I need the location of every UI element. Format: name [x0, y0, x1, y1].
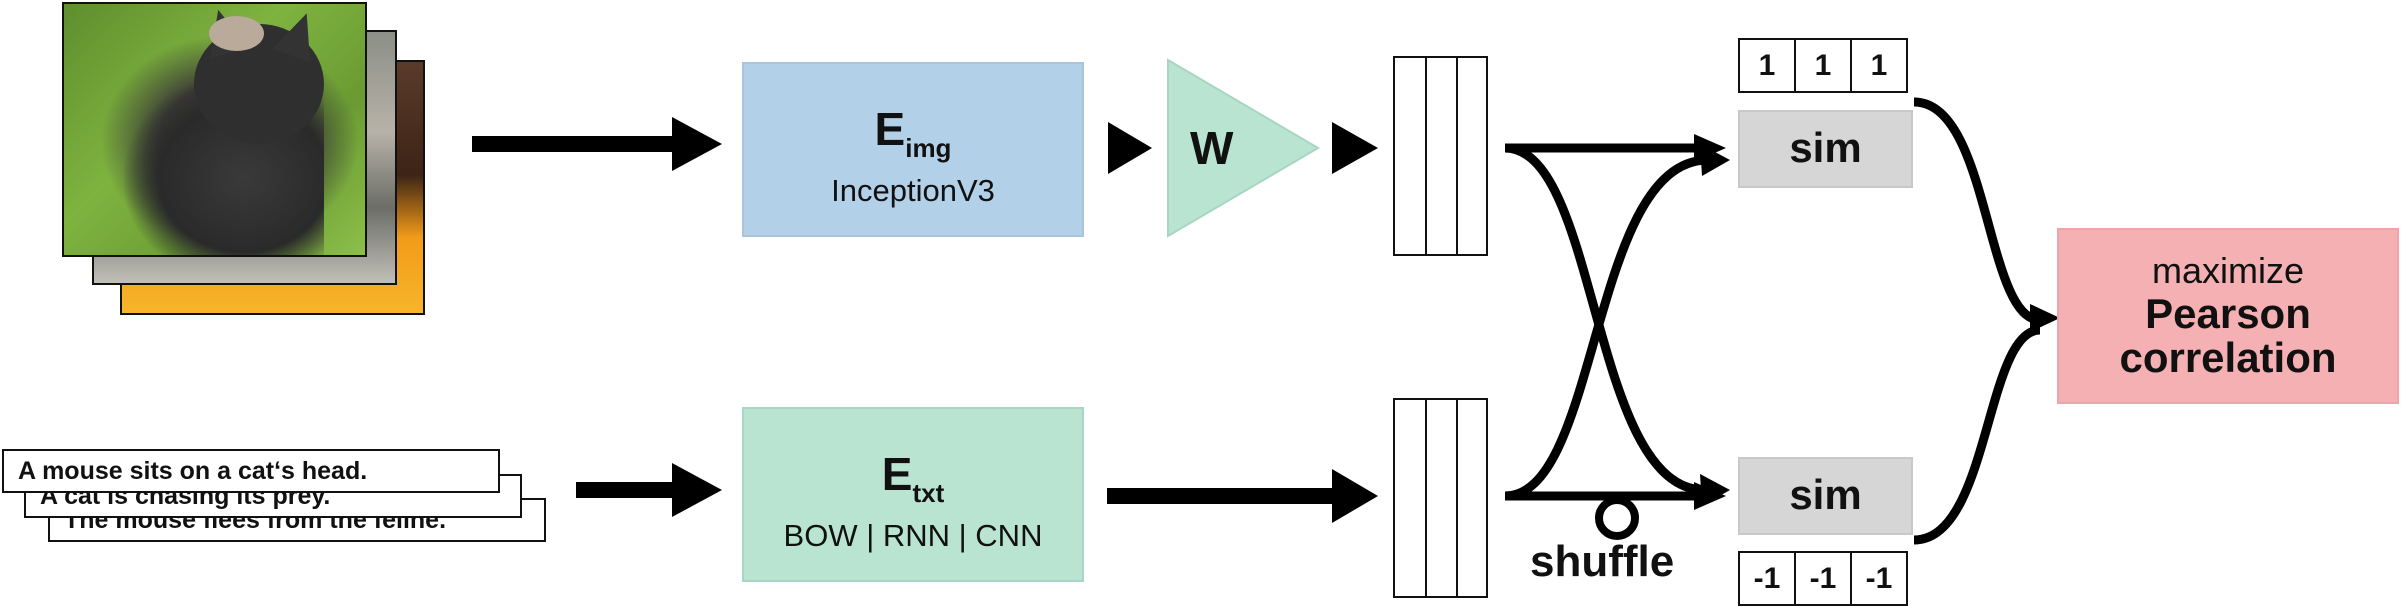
- shuffle-circle-icon: [1595, 496, 1639, 540]
- label-cell: -1: [1850, 551, 1908, 606]
- text-encoder-model: BOW | RNN | CNN: [783, 518, 1043, 553]
- positive-labels-row: 1 1 1: [1738, 38, 1908, 93]
- shuffle-label: shuffle: [1530, 537, 1675, 586]
- image-embedding-vector: [1393, 56, 1488, 256]
- objective-verb: maximize: [2151, 250, 2304, 291]
- arrowhead-encoder-to-w: [1108, 122, 1152, 174]
- image-encoder-title: Eimg: [874, 103, 952, 163]
- label-cell: 1: [1738, 38, 1796, 93]
- image-encoder-box: Eimg InceptionV3: [742, 62, 1084, 237]
- arrowhead-image-encoder: [672, 117, 722, 171]
- caption-1: A mouse sits on a cat‘s head.: [2, 449, 500, 493]
- arrowhead-text-encoder: [672, 463, 722, 517]
- label-cell: 1: [1850, 38, 1908, 93]
- embedding-divider: [1425, 58, 1427, 254]
- link-txt-to-sim1: [1504, 155, 1709, 501]
- arrowhead-sim1-cross: [1700, 144, 1730, 176]
- link-img-to-sim2: [1504, 143, 1709, 495]
- objective-metric-line1: Pearson: [2145, 290, 2311, 337]
- objective-box: maximize Pearson correlation: [2057, 228, 2399, 404]
- link-sim2-to-objective: [1913, 325, 2041, 545]
- arrowhead-sim2-cross: [1700, 474, 1730, 506]
- text-embedding-vector: [1393, 398, 1488, 598]
- embedding-divider: [1456, 400, 1458, 596]
- embedding-divider: [1425, 400, 1427, 596]
- mouse-shape: [209, 16, 264, 51]
- label-cell: -1: [1738, 551, 1796, 606]
- objective-metric: Pearson correlation: [2059, 292, 2397, 380]
- cat-photo: [62, 2, 367, 257]
- arrowhead-w-to-embedding: [1332, 122, 1378, 174]
- arrowhead-objective-top: [2030, 304, 2060, 332]
- projection-w-triangle: [1167, 58, 1320, 238]
- similarity-box-top: sim: [1738, 110, 1913, 188]
- negative-labels-row: -1 -1 -1: [1738, 551, 1908, 606]
- label-cell: -1: [1794, 551, 1852, 606]
- similarity-box-bottom: sim: [1738, 457, 1913, 535]
- embedding-divider: [1456, 58, 1458, 254]
- objective-metric-line2: correlation: [2119, 334, 2337, 381]
- link-sim1-to-objective: [1913, 97, 2041, 325]
- text-encoder-box: Etxt BOW | RNN | CNN: [742, 407, 1084, 582]
- text-encoder-title: Etxt: [881, 448, 945, 508]
- projection-w-label: W: [1190, 122, 1234, 174]
- label-cell: 1: [1794, 38, 1852, 93]
- image-encoder-model: InceptionV3: [831, 173, 995, 208]
- arrowhead-text-embedding: [1332, 469, 1378, 523]
